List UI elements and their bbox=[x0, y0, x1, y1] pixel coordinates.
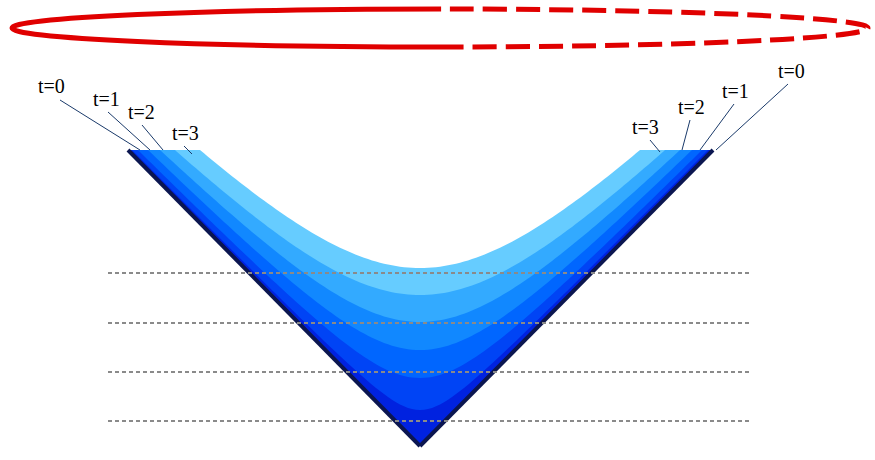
wedge-band bbox=[100, 62, 740, 268]
wedge-bands bbox=[100, 62, 740, 410]
time-label: t=1 bbox=[722, 80, 749, 102]
time-label: t=3 bbox=[632, 116, 659, 138]
leader-lines bbox=[60, 84, 788, 154]
boundary-ellipse bbox=[12, 9, 440, 47]
boundary-ellipse-dashed bbox=[440, 9, 868, 47]
wedge-edge bbox=[420, 150, 713, 446]
slice-lines bbox=[108, 273, 750, 421]
time-label: t=1 bbox=[93, 88, 120, 110]
time-label: t=3 bbox=[172, 122, 199, 144]
time-label: t=2 bbox=[128, 101, 155, 123]
time-label: t=0 bbox=[38, 75, 65, 97]
wedge-edge bbox=[128, 150, 420, 446]
time-label: t=2 bbox=[678, 96, 705, 118]
time-label: t=0 bbox=[778, 60, 805, 82]
